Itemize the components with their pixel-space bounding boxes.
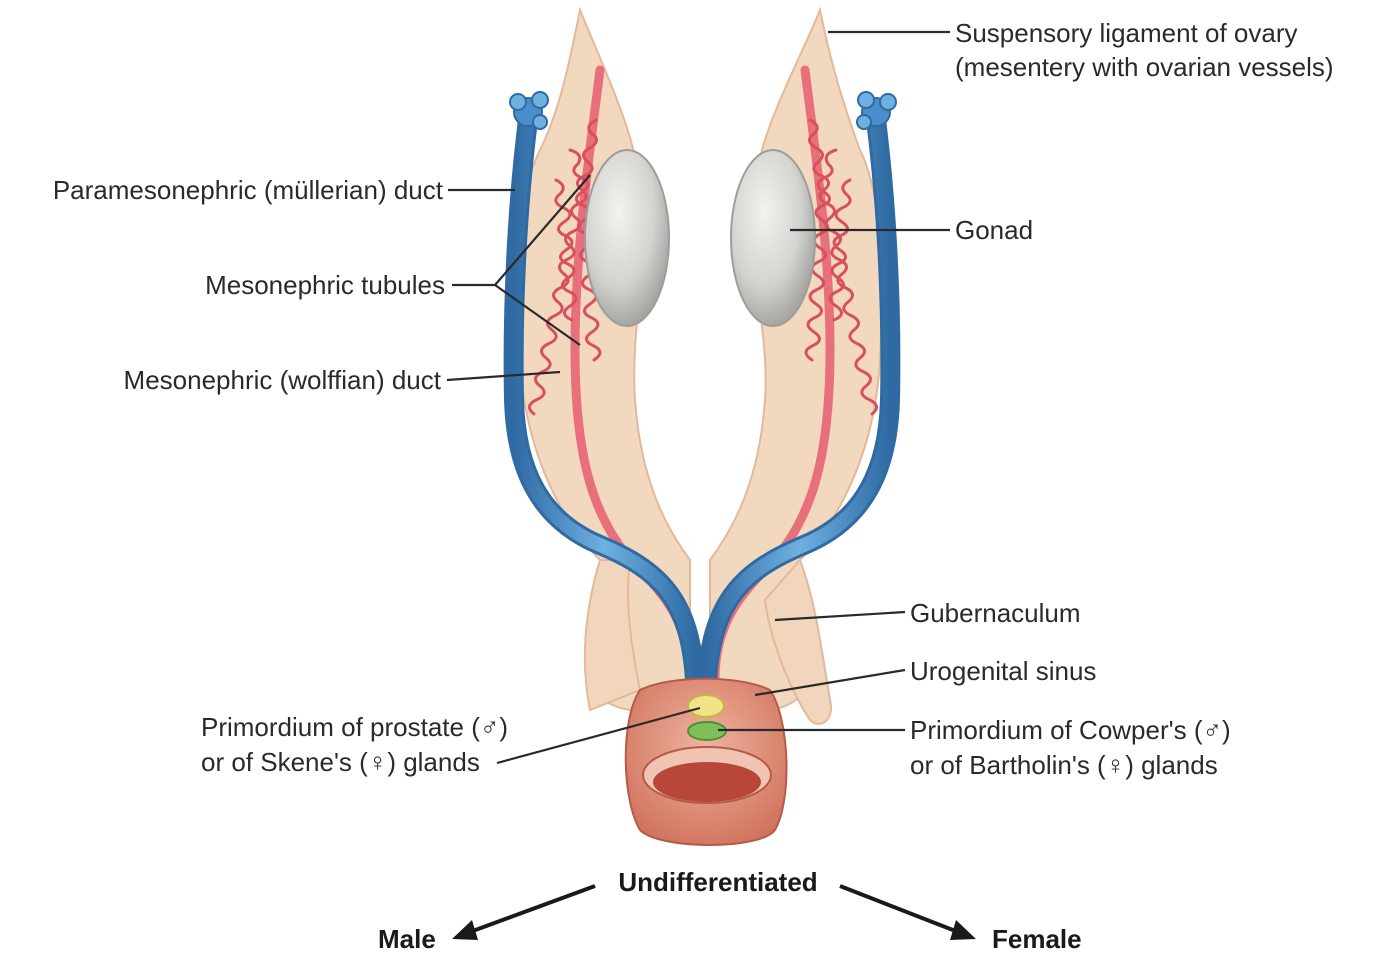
left-fimbria xyxy=(510,92,548,129)
left-gonad xyxy=(585,150,669,326)
arrow-to-female xyxy=(840,886,958,932)
flow-undifferentiated: Undifferentiated xyxy=(618,867,817,897)
differentiation-flow: Undifferentiated Male Female xyxy=(378,867,1082,954)
label-suspensory-line2: (mesentery with ovarian vessels) xyxy=(955,52,1334,82)
flow-male: Male xyxy=(378,924,436,954)
label-prostate-line1: Primordium of prostate (♂) xyxy=(201,712,508,742)
flow-female: Female xyxy=(992,924,1082,954)
label-gonad: Gonad xyxy=(955,215,1033,245)
label-mesonephric-tubules: Mesonephric tubules xyxy=(205,270,445,300)
right-gonad xyxy=(731,150,815,326)
label-prostate-line2: or of Skene's (♀) glands xyxy=(201,747,480,777)
arrow-to-male xyxy=(470,886,595,932)
arrowhead-female xyxy=(950,920,976,940)
arrowhead-male xyxy=(452,920,478,940)
label-paramesonephric-duct: Paramesonephric (müllerian) duct xyxy=(53,175,444,205)
label-gubernaculum: Gubernaculum xyxy=(910,598,1081,628)
label-suspensory-line1: Suspensory ligament of ovary xyxy=(955,18,1298,48)
urogenital-sinus xyxy=(626,679,787,845)
label-mesonephric-duct: Mesonephric (wolffian) duct xyxy=(124,365,442,395)
label-urogenital-sinus: Urogenital sinus xyxy=(910,656,1096,686)
right-fimbria xyxy=(857,92,896,129)
prostate-primordium xyxy=(688,695,724,717)
label-cowper-line1: Primordium of Cowper's (♂) xyxy=(910,715,1231,745)
label-cowper-line2: or of Bartholin's (♀) glands xyxy=(910,750,1218,780)
